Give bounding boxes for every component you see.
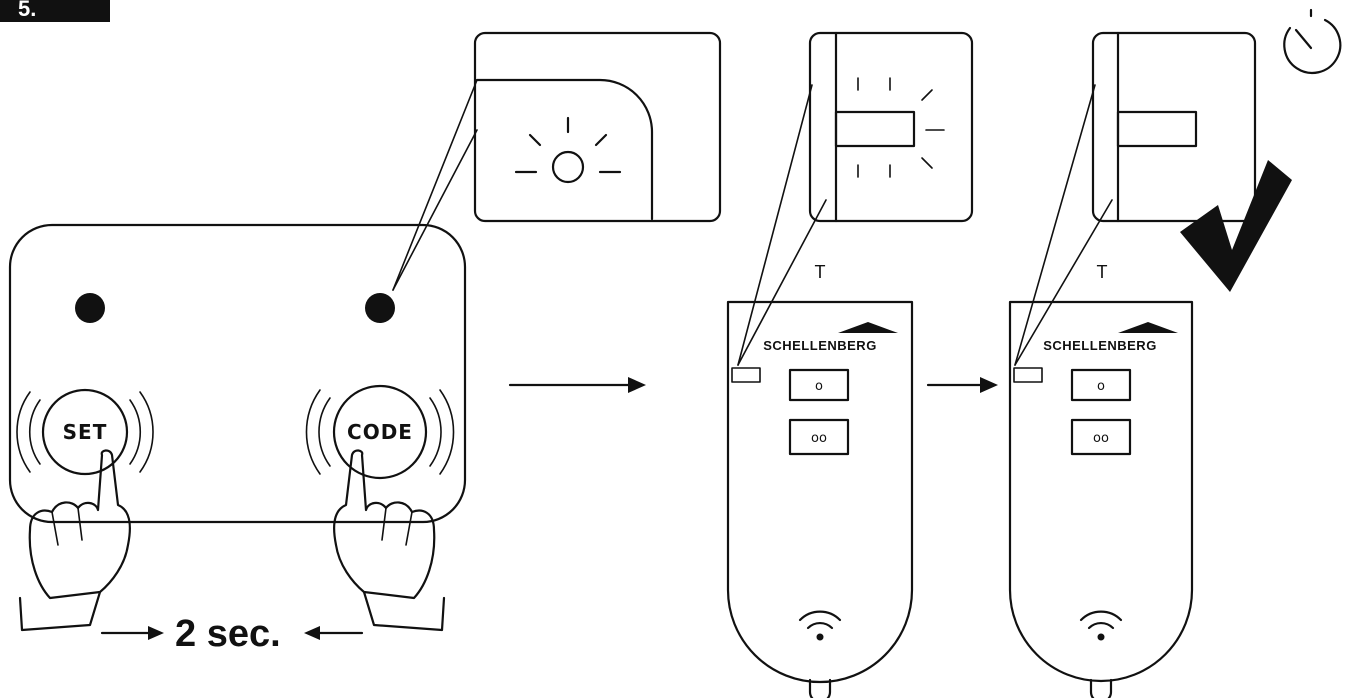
led-zoom-callout: [392, 31, 722, 291]
svg-text:oo: oo: [811, 431, 827, 446]
remote-2-body: [1008, 300, 1194, 683]
remote-2-button-2[interactable]: oo: [1070, 418, 1132, 456]
remote-1-key-loop: [808, 678, 832, 698]
hold-duration: 2 sec.: [100, 613, 364, 655]
light-burst-icon: [514, 116, 622, 184]
remote-2-led-zoom: [1116, 110, 1198, 148]
remote-1-button-1[interactable]: o: [788, 368, 850, 402]
base-unit-body: [8, 223, 467, 524]
set-button-label: SET: [63, 420, 108, 444]
remote-2-key-loop: [1089, 678, 1113, 698]
code-button-label: CODE: [347, 420, 413, 444]
remote-1-led-zoom: [834, 110, 916, 148]
led-right: [365, 293, 395, 323]
svg-text:o: o: [1097, 379, 1105, 394]
set-button[interactable]: SET: [16, 388, 154, 476]
remote-2-button-1[interactable]: o: [1070, 368, 1132, 402]
svg-text:o: o: [815, 379, 823, 394]
checkmark-icon: [1180, 160, 1292, 292]
remote-1-top-mark: T: [815, 262, 826, 282]
led-left: [75, 293, 105, 323]
arrow-right-icon: [926, 377, 998, 393]
step-number: 5.: [18, 0, 36, 21]
wifi-icon: [1079, 610, 1123, 641]
hand-pointing-icon: [333, 449, 446, 632]
remote-2-brand: SCHELLENBERG: [1043, 338, 1157, 353]
brand-roof-logo: [838, 322, 898, 333]
hand-pointing-icon: [18, 449, 131, 632]
svg-text:oo: oo: [1093, 431, 1109, 446]
arrow-right-icon: [508, 377, 646, 393]
remote-2-top-mark: T: [1097, 262, 1108, 282]
arrow-right-icon: [148, 626, 164, 640]
remote-2: T SCHELLENBERG o oo: [1008, 31, 1257, 698]
arrow-left-icon: [304, 626, 320, 640]
wifi-icon: [798, 610, 842, 641]
remote-1-button-2[interactable]: oo: [788, 418, 850, 456]
brand-roof-logo: [1118, 322, 1178, 333]
remote-1-led: [731, 367, 761, 383]
hold-duration-label: 2 sec.: [175, 613, 281, 655]
timer-icon: [1283, 8, 1342, 74]
light-burst-icon: [857, 77, 945, 178]
code-button[interactable]: CODE: [305, 384, 455, 480]
step-badge: 5.: [0, 0, 110, 22]
remote-1-body: [726, 300, 914, 684]
remote-1: T SCHELLENBERG o oo: [726, 31, 974, 698]
base-unit: SET CODE 2 sec.: [8, 223, 467, 655]
remote-2-led: [1013, 367, 1043, 383]
remote-1-brand: SCHELLENBERG: [763, 338, 877, 353]
